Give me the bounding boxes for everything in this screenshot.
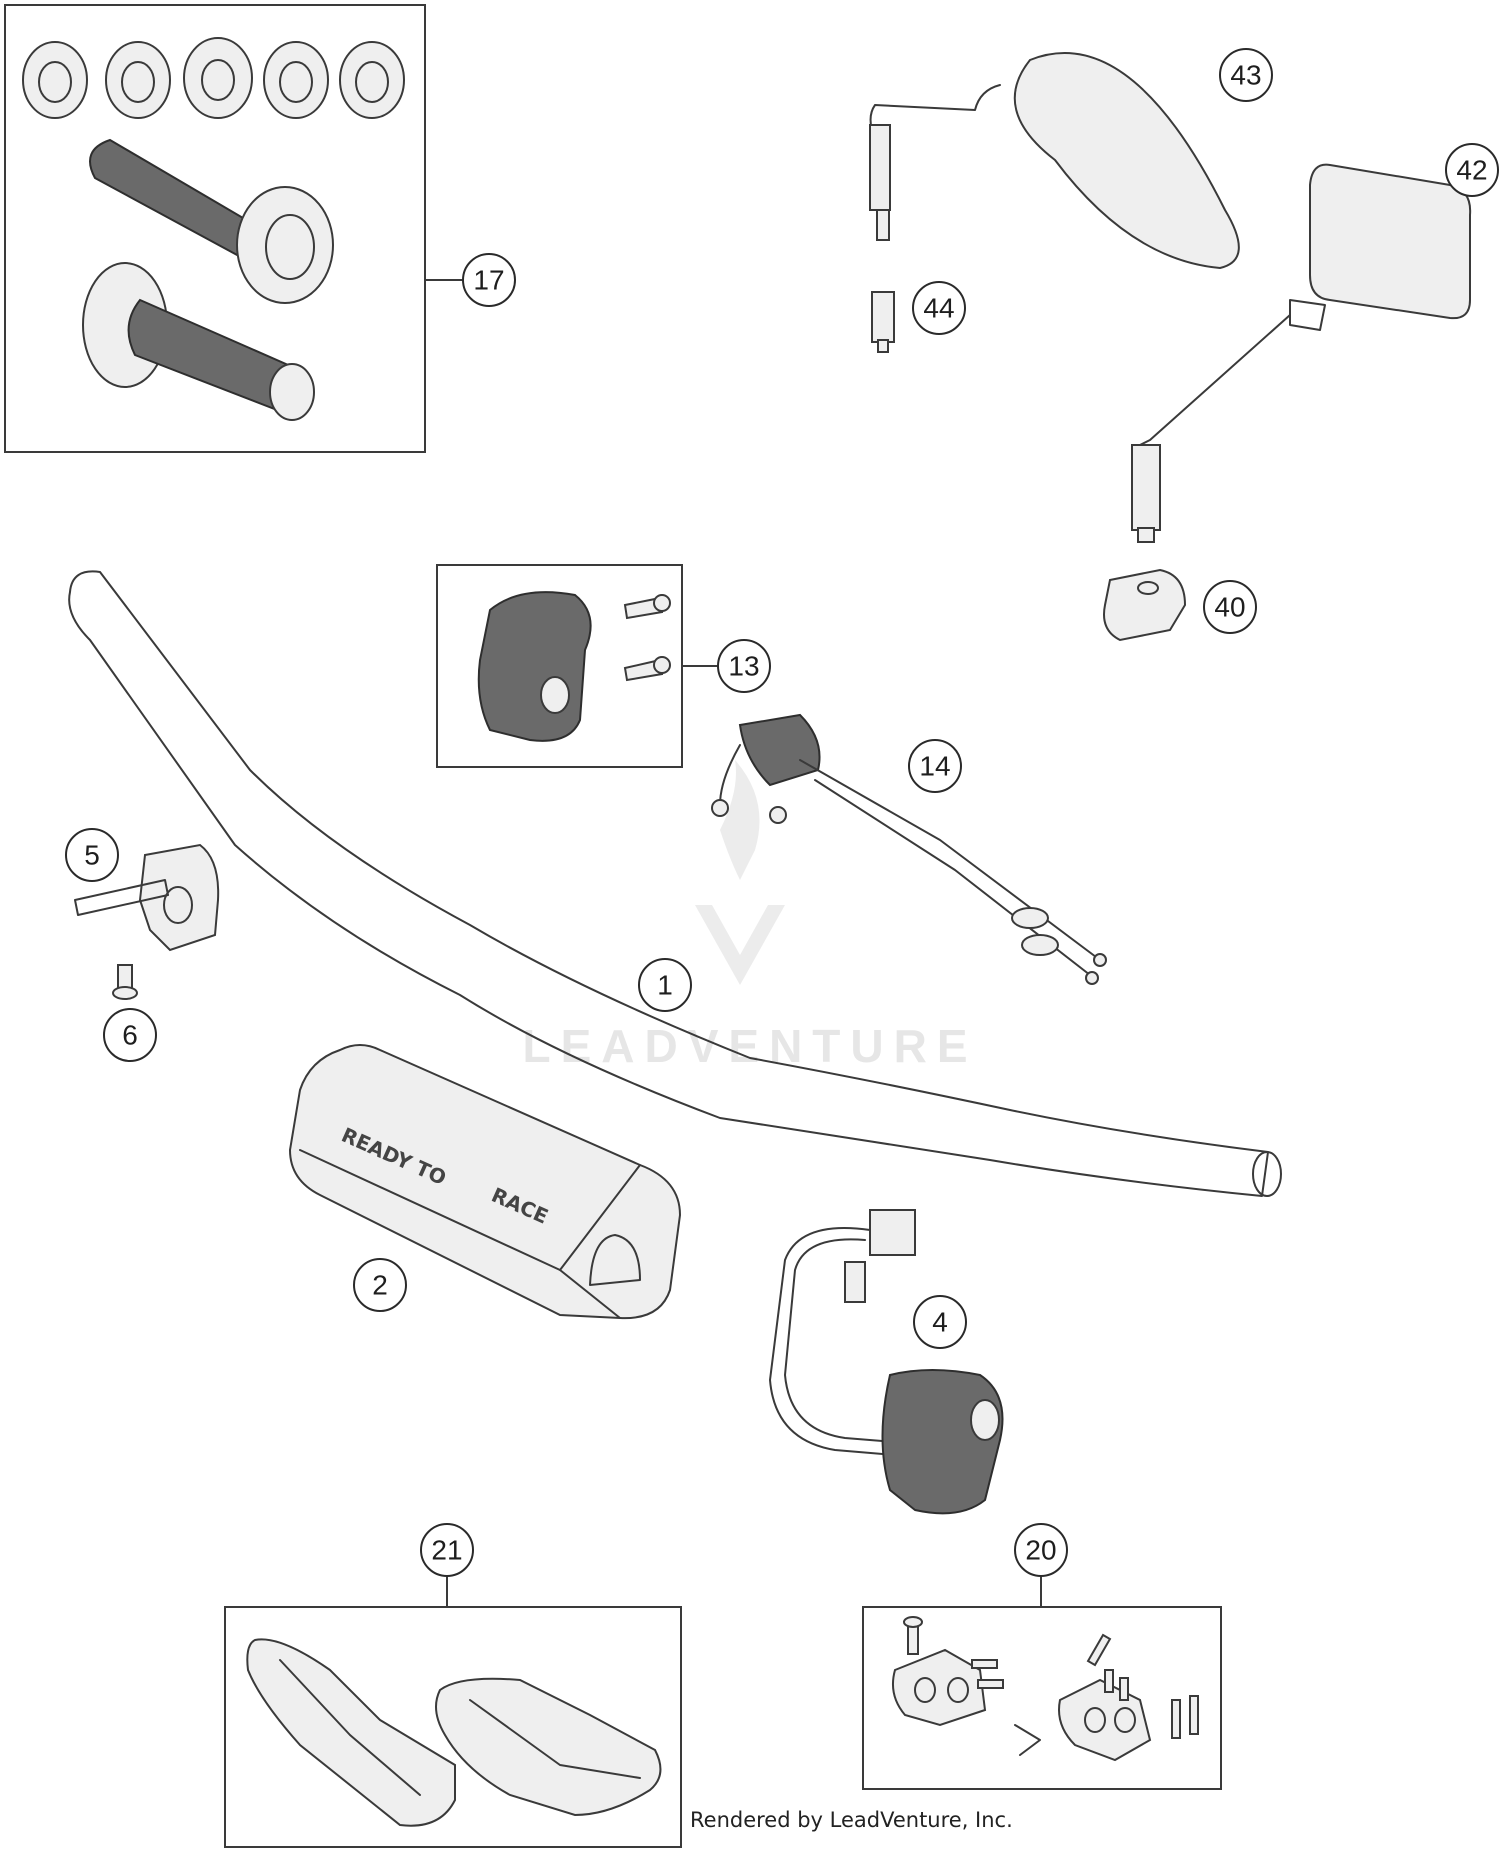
svg-text:20: 20 [1025, 1535, 1056, 1566]
throttle-cable [711, 713, 1107, 985]
svg-text:13: 13 [728, 651, 759, 682]
handlebar-switch [769, 1209, 1004, 1515]
svg-text:6: 6 [122, 1020, 138, 1051]
callout-20: 20 [1014, 1523, 1068, 1577]
mirror-43 [869, 52, 1240, 270]
svg-text:2: 2 [372, 1270, 388, 1301]
callout-5: 5 [65, 828, 119, 882]
svg-text:17: 17 [473, 265, 504, 296]
throttle-housing-group [436, 564, 718, 768]
mirror-adapter-44 [871, 291, 895, 353]
callout-4: 4 [913, 1295, 967, 1349]
callout-21: 21 [420, 1523, 474, 1577]
callout-14: 14 [908, 739, 962, 793]
svg-text:21: 21 [431, 1535, 462, 1566]
rendered-by-credit: Rendered by LeadVenture, Inc. [690, 1808, 1013, 1832]
mirror-42 [1131, 163, 1472, 543]
callout-43: 43 [1219, 48, 1273, 102]
svg-text:5: 5 [84, 840, 100, 871]
callout-2: 2 [353, 1258, 407, 1312]
mirror-clamp-40 [1103, 568, 1187, 642]
hand-guard-group [224, 1575, 682, 1848]
throttle-cam-set [22, 37, 405, 119]
callout-17: 17 [462, 253, 516, 307]
watermark-logo-icon [695, 760, 785, 985]
mounting-kit-group [862, 1575, 1222, 1790]
svg-text:1: 1 [657, 970, 673, 1001]
svg-text:4: 4 [932, 1307, 948, 1338]
right-grip [89, 138, 334, 304]
handlebar-pad: READY TO RACE [288, 1044, 682, 1320]
callout-40: 40 [1203, 580, 1257, 634]
hand-guard-box [224, 1606, 682, 1848]
grip-kit-box [4, 4, 426, 453]
svg-text:42: 42 [1456, 155, 1487, 186]
handlebar-end [1252, 1151, 1282, 1197]
callout-44: 44 [912, 281, 966, 335]
svg-text:44: 44 [923, 293, 954, 324]
grip-kit-group [4, 4, 465, 453]
svg-text:14: 14 [919, 751, 950, 782]
svg-text:43: 43 [1230, 60, 1261, 91]
callout-6: 6 [103, 1008, 157, 1062]
callout-1: 1 [638, 958, 692, 1012]
callout-42: 42 [1445, 143, 1499, 197]
svg-text:40: 40 [1214, 592, 1245, 623]
clamp-screw [112, 964, 138, 1000]
left-grip [82, 262, 315, 421]
handlebar-clamp [74, 843, 220, 952]
watermark-text: LEADVENTURE [522, 1020, 977, 1072]
watermark: LEADVENTURE [522, 760, 977, 1072]
callout-13: 13 [717, 639, 771, 693]
